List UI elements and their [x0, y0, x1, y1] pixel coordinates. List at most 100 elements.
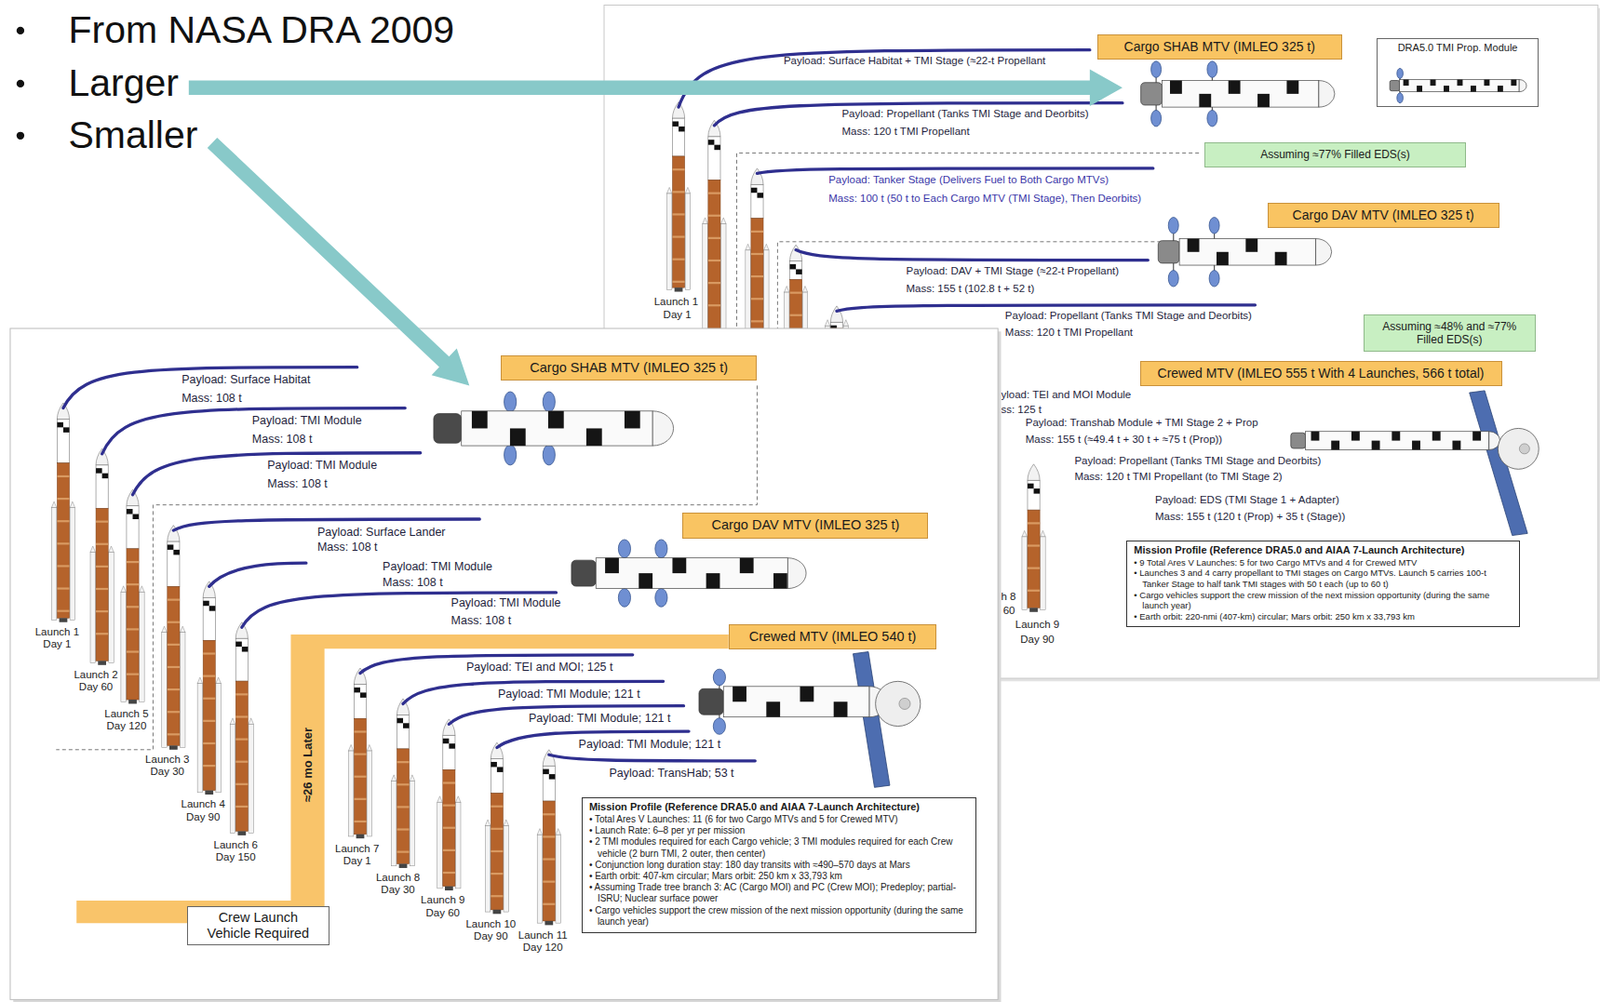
solid-booster: [215, 684, 221, 794]
trajectory-arc: [242, 592, 557, 628]
vehicle-title-box: Cargo DAV MTV (IMLEO 325 t): [1267, 202, 1500, 229]
core-band: [542, 858, 555, 861]
payload-label: Mass: 108 t: [252, 432, 313, 446]
radiator-disc: [712, 669, 726, 686]
radiator-disc: [655, 539, 668, 559]
box-text: Assuming ≈77% Filled EDS(s): [1210, 147, 1461, 162]
booster-nose: [484, 820, 490, 827]
roll-pattern: [443, 739, 450, 744]
core-band: [443, 849, 456, 852]
body-pattern: [1416, 85, 1423, 93]
transfer-vehicle: [433, 391, 674, 466]
vehicle-body: [1399, 80, 1520, 93]
radiator-strut: [1172, 252, 1174, 280]
core-band: [56, 475, 69, 478]
payload-label: Payload: TransHab; 53 t: [608, 766, 734, 780]
core-band: [202, 742, 216, 745]
upper-stage: [443, 735, 456, 770]
launch-label: Launch 4: [180, 798, 225, 811]
payload-label: Mass: 108 t: [317, 540, 378, 554]
rocket-nose: [443, 719, 456, 737]
body-pattern: [1198, 94, 1211, 108]
core-band: [443, 827, 456, 830]
payload-label: Payload: TMI Module; 121 t: [497, 687, 641, 701]
profile-bullet: • Cargo vehicles support the crew missio…: [589, 905, 969, 928]
ares-v-rocket: [121, 489, 145, 704]
launch-label: Launch 8: [376, 872, 420, 885]
core-band: [396, 828, 409, 831]
body-pattern: [1430, 80, 1437, 87]
solid-booster: [90, 552, 95, 664]
inset-ground: [1376, 38, 1539, 108]
body-pattern: [605, 558, 619, 574]
trajectory-arc: [173, 519, 480, 531]
body-pattern: [766, 701, 780, 717]
body-pattern: [1391, 431, 1400, 442]
body-pattern: [1311, 431, 1320, 442]
radiator-strut: [660, 573, 662, 598]
vehicle-body: [1179, 239, 1316, 267]
ares-v-rocket: [229, 622, 254, 836]
core-band: [672, 281, 685, 283]
core-band: [751, 275, 764, 278]
rocket-nose: [542, 750, 555, 767]
launch-label: Launch 6: [214, 839, 258, 852]
solid-booster: [248, 724, 254, 834]
booster-nose: [702, 217, 708, 225]
roll-pattern: [713, 145, 721, 150]
rocket-nose: [126, 489, 139, 507]
upper-stage: [167, 541, 180, 587]
engine-nozzle: [356, 834, 365, 839]
core-band: [202, 698, 216, 700]
box-text: Assuming ≈48% and ≈77% Filled EDS(s): [1370, 320, 1530, 348]
body-pattern: [1245, 239, 1258, 253]
body-pattern: [1472, 431, 1481, 442]
booster-nose: [51, 501, 56, 509]
radiator-strut: [1172, 225, 1174, 253]
profile-heading: Mission Profile (Reference DRA5.0 and AI…: [1133, 544, 1513, 558]
payload-label: Payload: TMI Module: [382, 560, 493, 574]
vehicle-body: [1161, 80, 1318, 108]
body-pattern: [1169, 80, 1183, 95]
launch-label: Launch 1: [654, 295, 699, 309]
core-band: [708, 282, 721, 284]
ares-v-rocket: [745, 168, 769, 337]
vehicle-body: [1305, 431, 1490, 451]
payload-label: Payload: TMI Module; 121 t: [578, 738, 722, 752]
booster-nose: [108, 546, 114, 553]
booster-nose: [537, 829, 542, 836]
panel-shadow: [606, 8, 1600, 683]
solid-booster: [69, 508, 75, 621]
radiator-disc: [1151, 61, 1162, 79]
payload-label: Payload: TMI Module: [252, 414, 363, 428]
roll-pattern: [795, 268, 803, 274]
payload-label: Mass: 108 t: [382, 576, 444, 590]
core-band: [95, 632, 108, 635]
core-band: [126, 673, 139, 676]
body-pattern: [1275, 252, 1288, 266]
core-band: [490, 895, 503, 898]
solid-booster: [108, 552, 114, 664]
core-band: [202, 675, 216, 678]
ares-v-rocket: [702, 120, 727, 337]
roll-pattern: [209, 605, 216, 611]
core-band: [235, 715, 248, 718]
roll-pattern: [63, 427, 70, 432]
roll-pattern: [173, 550, 180, 555]
roll-pattern: [756, 192, 764, 198]
core-band: [751, 230, 764, 233]
solid-booster: [721, 224, 727, 336]
rocket-nose: [235, 622, 248, 640]
mission-profile-box: Mission Profile (Reference DRA5.0 and AI…: [1126, 540, 1520, 628]
profile-bullet: • Launches 3 and 4 carry propellant to T…: [1133, 567, 1513, 590]
core-band: [167, 644, 180, 646]
engine-nozzle: [710, 332, 719, 337]
radiator-disc: [1168, 270, 1179, 288]
rocket-nose: [202, 581, 216, 599]
body-pattern: [638, 573, 653, 589]
radiator-strut: [1399, 73, 1401, 86]
launch-label: Launch 5: [104, 708, 148, 721]
solid-booster: [409, 780, 415, 866]
trajectory-arc: [678, 50, 1090, 108]
